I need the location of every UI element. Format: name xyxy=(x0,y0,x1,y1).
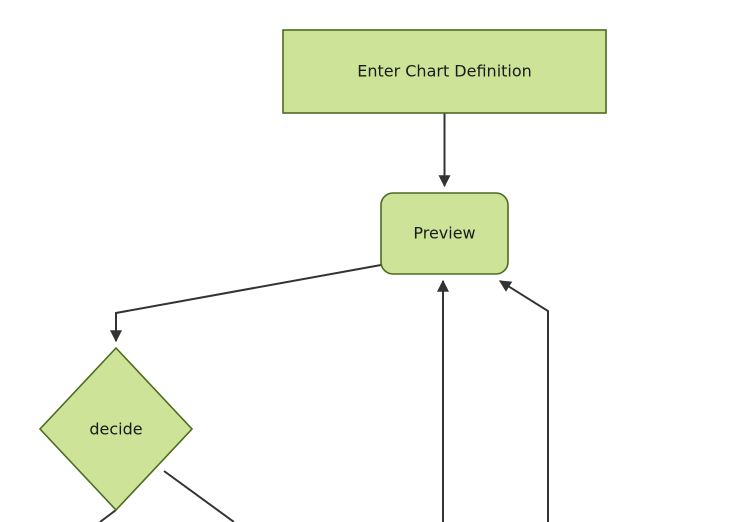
nodes-layer: Enter Chart Definition Preview decide xyxy=(38,29,607,512)
preview-shape[interactable] xyxy=(380,192,509,275)
edge-decide-bottom-left xyxy=(99,509,117,522)
decide-label: decide xyxy=(89,420,142,439)
node-preview[interactable]: Preview xyxy=(380,192,509,275)
edge-preview-to-decide xyxy=(110,264,382,343)
edge-bottom-right-to-preview xyxy=(498,280,549,522)
node-enter-chart-definition[interactable]: Enter Chart Definition xyxy=(282,29,607,114)
enter-chart-definition-label: Enter Chart Definition xyxy=(357,62,532,81)
edges-layer xyxy=(99,113,549,522)
node-decide[interactable]: decide xyxy=(38,346,194,512)
decide-shape[interactable] xyxy=(38,346,194,512)
preview-label: Preview xyxy=(413,224,475,243)
edge-decide-bottom-right xyxy=(163,470,235,522)
enter-chart-definition-shape[interactable] xyxy=(282,29,607,114)
